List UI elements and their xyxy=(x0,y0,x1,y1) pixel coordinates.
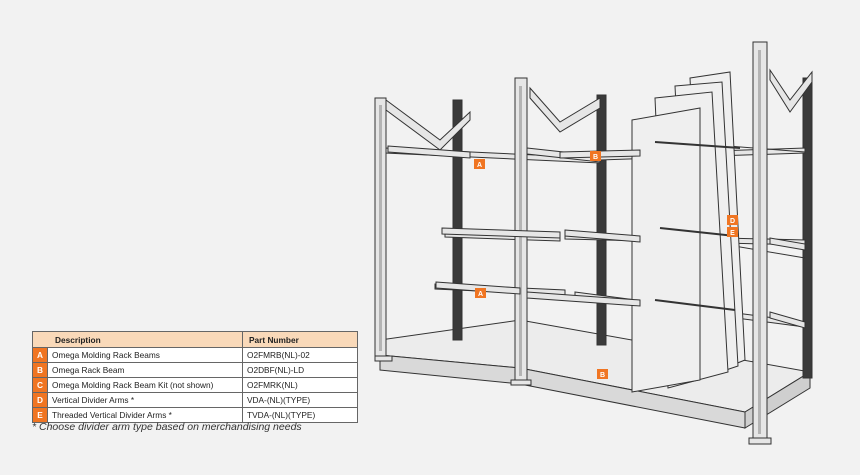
table-row: C Omega Molding Rack Beam Kit (not shown… xyxy=(32,377,358,393)
row-letter: A xyxy=(32,347,48,363)
row-description: Threaded Vertical Divider Arms * xyxy=(47,407,243,423)
rack-base xyxy=(379,319,812,429)
svg-text:B: B xyxy=(600,372,605,379)
top-braces xyxy=(385,68,813,151)
row-part-number: VDA-(NL)(TYPE) xyxy=(242,392,358,408)
row-part-number: O2FMRB(NL)-02 xyxy=(242,347,358,363)
table-row: E Threaded Vertical Divider Arms * TVDA-… xyxy=(32,407,358,423)
row-letter: D xyxy=(32,392,48,408)
footnote: * Choose divider arm type based on merch… xyxy=(32,421,302,433)
shelf-arms xyxy=(387,145,806,329)
callout-b-base: B xyxy=(597,369,608,379)
row-part-number: O2DBF(NL)-LD xyxy=(242,362,358,378)
svg-text:A: A xyxy=(478,291,483,298)
callout-e: E xyxy=(727,227,738,237)
row-part-number: TVDA-(NL)(TYPE) xyxy=(242,407,358,423)
table-row: B Omega Rack Beam O2DBF(NL)-LD xyxy=(32,362,358,378)
row-letter: B xyxy=(32,362,48,378)
parts-table: Description Part Number A Omega Molding … xyxy=(32,331,358,423)
callout-a-top: A xyxy=(474,159,485,169)
svg-text:B: B xyxy=(593,154,598,161)
header-description: Description xyxy=(32,331,243,348)
table-row: D Vertical Divider Arms * VDA-(NL)(TYPE) xyxy=(32,392,358,408)
header-part-number: Part Number xyxy=(242,331,358,348)
row-part-number: O2FMRK(NL) xyxy=(242,377,358,393)
svg-text:D: D xyxy=(730,218,735,225)
row-description: Omega Molding Rack Beam Kit (not shown) xyxy=(47,377,243,393)
svg-text:A: A xyxy=(477,162,482,169)
callout-a-low: A xyxy=(475,288,486,298)
front-uprights xyxy=(374,41,772,445)
table-row: A Omega Molding Rack Beams O2FMRB(NL)-02 xyxy=(32,347,358,363)
callout-b-top: B xyxy=(590,151,601,161)
divider-arms xyxy=(654,141,741,311)
row-description: Omega Molding Rack Beams xyxy=(47,347,243,363)
table-header-row: Description Part Number xyxy=(32,331,358,348)
row-letter: C xyxy=(32,377,48,393)
row-description: Omega Rack Beam xyxy=(47,362,243,378)
row-description: Vertical Divider Arms * xyxy=(47,392,243,408)
callout-d: D xyxy=(727,215,738,225)
svg-text:E: E xyxy=(730,230,735,237)
